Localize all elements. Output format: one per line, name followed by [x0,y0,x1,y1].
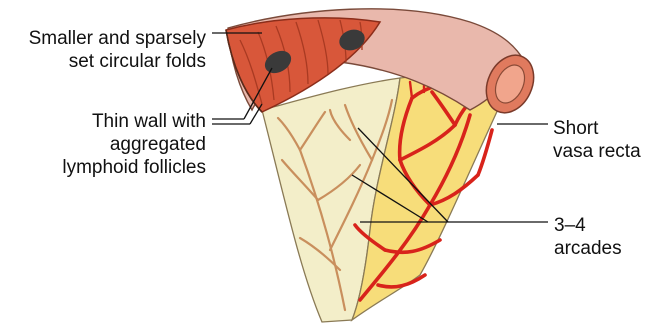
label-circular-folds-line1: Smaller and sparsely [4,27,206,50]
label-vasa-recta: Short vasa recta [553,117,641,163]
label-thin-wall-line3: lymphoid follicles [42,156,206,179]
label-circular-folds: Smaller and sparsely set circular folds [4,27,206,73]
label-arcades: 3–4 arcades [554,214,622,260]
label-vasa-recta-line1: Short [553,117,641,140]
label-circular-folds-line2: set circular folds [4,50,206,73]
label-thin-wall: Thin wall with aggregated lymphoid folli… [42,110,206,179]
label-arcades-line1: 3–4 [554,214,622,237]
label-thin-wall-line1: Thin wall with [42,110,206,133]
label-arcades-line2: arcades [554,237,622,260]
label-thin-wall-line2: aggregated [42,133,206,156]
label-vasa-recta-line2: vasa recta [553,140,641,163]
